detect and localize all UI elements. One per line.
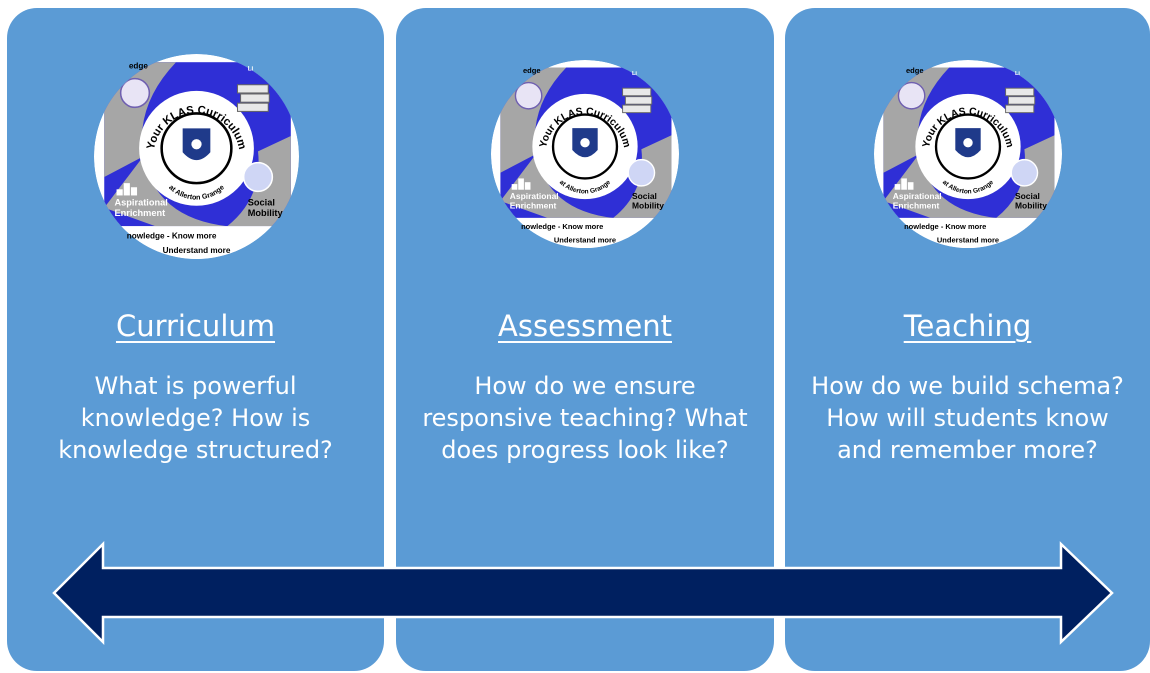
emblem-label: Social bbox=[632, 191, 657, 201]
emblem-label: nowledge - Know more bbox=[126, 232, 216, 241]
emblem-label: nowledge - Know more bbox=[904, 222, 986, 231]
panel-assessment: Your KLAS Curriculum at Allerton Grange … bbox=[396, 8, 774, 671]
emblem-graphic: Your KLAS Curriculum at Allerton Grange … bbox=[873, 60, 1062, 248]
panel-teaching: Your KLAS Curriculum at Allerton Grange … bbox=[785, 8, 1150, 671]
panel-body-text: How do we ensure responsive teaching? Wh… bbox=[422, 372, 748, 464]
klas-curriculum-emblem: Your KLAS Curriculum at Allerton Grange … bbox=[873, 60, 1062, 248]
emblem-label: Mobility bbox=[1015, 201, 1047, 211]
emblem-label: Mobility bbox=[632, 201, 664, 211]
emblem-label: Understand more bbox=[936, 235, 998, 244]
panel-heading: Teaching bbox=[903, 309, 1032, 343]
emblem-label: edge bbox=[523, 66, 541, 75]
emblem-label: Enrichment bbox=[510, 201, 557, 211]
emblem-label: Aspirational bbox=[114, 198, 167, 208]
panel-body-text: What is powerful knowledge? How is knowl… bbox=[58, 372, 333, 464]
emblem-label: Social bbox=[247, 198, 274, 208]
klas-curriculum-emblem: Your KLAS Curriculum at Allerton Grange … bbox=[491, 60, 679, 248]
klas-curriculum-emblem: Your KLAS Curriculum at Allerton Grange … bbox=[93, 54, 299, 259]
emblem-label: Li bbox=[1015, 71, 1020, 77]
emblem-label: Understand more bbox=[162, 246, 230, 255]
emblem-label: Li bbox=[247, 65, 253, 72]
panel-heading: Curriculum bbox=[115, 309, 276, 343]
emblem-label: edge bbox=[905, 66, 923, 75]
emblem-label: nowledge - Know more bbox=[521, 222, 603, 231]
emblem-label: Enrichment bbox=[892, 201, 939, 211]
emblem-label: Enrichment bbox=[114, 208, 165, 218]
emblem-label: Social bbox=[1015, 191, 1040, 201]
panel-body-text: How do we build schema? How will student… bbox=[811, 372, 1124, 464]
emblem-label: Understand more bbox=[554, 235, 616, 244]
emblem-label: Mobility bbox=[247, 208, 283, 218]
panel-heading: Assessment bbox=[498, 309, 672, 343]
emblem-graphic: Your KLAS Curriculum at Allerton Grange … bbox=[93, 54, 299, 259]
emblem-label: Aspirational bbox=[510, 191, 559, 201]
emblem-label: Li bbox=[632, 71, 637, 77]
emblem-graphic: Your KLAS Curriculum at Allerton Grange … bbox=[491, 60, 679, 248]
panel-curriculum: Your KLAS Curriculum at Allerton Grange … bbox=[7, 8, 384, 671]
emblem-label: edge bbox=[128, 61, 148, 70]
emblem-label: Aspirational bbox=[892, 191, 941, 201]
